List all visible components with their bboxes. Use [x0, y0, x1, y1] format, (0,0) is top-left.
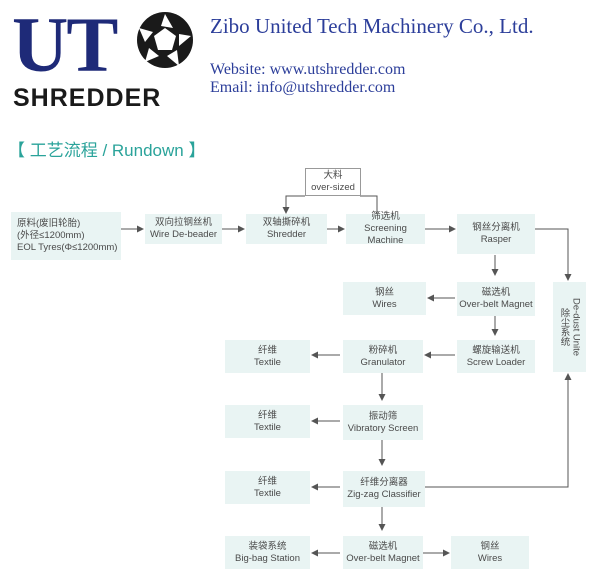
- node-wires-2: 钢丝 Wires: [451, 536, 529, 569]
- node-wires-1-zh: 钢丝: [374, 286, 394, 298]
- node-screw-loader-en: Screw Loader: [466, 356, 526, 368]
- node-textile-3-zh: 纤维: [257, 475, 277, 487]
- node-oversized-en: over-sized: [311, 182, 355, 193]
- node-wires-1-en: Wires: [372, 298, 397, 310]
- node-textile-3: 纤维 Textile: [225, 471, 310, 504]
- node-screening-machine-en: Screening Machine: [364, 223, 407, 246]
- company-name: Zibo United Tech Machinery Co., Ltd.: [210, 14, 534, 38]
- node-granulator-en: Granulator: [360, 356, 406, 368]
- node-oversized-zh: 大料: [323, 170, 343, 181]
- node-de-dust-unite-zh: 除尘系统: [558, 308, 570, 346]
- node-vibratory-screen: 振动筛 Vibratory Screen: [343, 405, 423, 440]
- node-wire-de-beader-en: Wire De-beader: [149, 229, 218, 240]
- node-wires-2-zh: 钢丝: [480, 540, 500, 552]
- node-over-belt-magnet-2-zh: 磁选机: [368, 540, 398, 552]
- logo-ut-text: UT: [12, 1, 118, 88]
- node-de-dust-unite-en: De-dust Unite: [570, 297, 582, 357]
- email-link[interactable]: Email: info@utshredder.com: [210, 79, 396, 96]
- node-textile-1-zh: 纤维: [257, 344, 277, 356]
- node-big-bag-station: 装袋系统 Big-bag Station: [225, 536, 310, 569]
- node-rasper-zh: 钢丝分离机: [472, 222, 520, 233]
- node-rasper-en: Rasper: [480, 234, 512, 245]
- shredder-blade-logo-icon: [137, 12, 193, 68]
- node-screening-machine-zh: 筛选机: [371, 211, 400, 222]
- node-eol-tyres-zh: 原料(废旧轮胎): [17, 218, 81, 229]
- node-de-dust-unite: 除尘系统 De-dust Unite: [553, 282, 586, 372]
- node-eol-tyres-en: EOL Tyres(Φ≤1200mm): [17, 242, 118, 253]
- node-vibratory-screen-zh: 振动筛: [368, 410, 398, 422]
- node-screw-loader-zh: 螺旋输送机: [472, 344, 520, 356]
- logo-shredder-text: SHREDDER: [13, 84, 162, 112]
- node-wires-1: 钢丝 Wires: [343, 282, 426, 315]
- node-wire-de-beader: 双向拉钢丝机 Wire De-beader: [145, 214, 222, 244]
- node-oversized: 大料 over-sized: [305, 168, 361, 196]
- node-textile-2-zh: 纤维: [257, 409, 277, 421]
- node-zig-zag-classifier: 纤维分离器 Zig-zag Classifier: [343, 471, 425, 507]
- node-over-belt-magnet-2-en: Over-belt Magnet: [346, 552, 420, 564]
- node-over-belt-magnet-1-zh: 磁选机: [481, 287, 511, 298]
- node-eol-tyres-zh-size: (外径≤1200mm): [17, 230, 85, 241]
- node-wires-2-en: Wires: [477, 552, 503, 564]
- node-granulator-zh: 粉碎机: [368, 344, 398, 356]
- node-shredder-en: Shredder: [266, 229, 307, 240]
- node-over-belt-magnet-1: 磁选机 Over-belt Magnet: [457, 282, 535, 316]
- node-textile-1: 纤维 Textile: [225, 340, 310, 373]
- node-over-belt-magnet-2: 磁选机 Over-belt Magnet: [343, 536, 423, 569]
- node-textile-2-en: Textile: [254, 421, 281, 433]
- website-link[interactable]: Website: www.utshredder.com: [210, 61, 406, 78]
- node-textile-3-en: Textile: [254, 487, 281, 499]
- node-zig-zag-classifier-zh: 纤维分离器: [360, 477, 408, 488]
- node-granulator: 粉碎机 Granulator: [343, 340, 423, 373]
- node-over-belt-magnet-1-en: Over-belt Magnet: [459, 299, 533, 310]
- node-wire-de-beader-zh: 双向拉钢丝机: [154, 217, 212, 228]
- node-eol-tyres: 原料(废旧轮胎) (外径≤1200mm) EOL Tyres(Φ≤1200mm): [11, 212, 121, 260]
- node-textile-2: 纤维 Textile: [225, 405, 310, 438]
- node-shredder: 双轴撕碎机 Shredder: [246, 214, 327, 244]
- node-screw-loader: 螺旋输送机 Screw Loader: [457, 340, 535, 373]
- section-title: 【 工艺流程 / Rundown 】: [8, 141, 206, 160]
- node-big-bag-station-zh: 装袋系统: [248, 540, 287, 552]
- node-shredder-zh: 双轴撕碎机: [262, 217, 311, 228]
- node-big-bag-station-en: Big-bag Station: [235, 552, 300, 564]
- node-vibratory-screen-en: Vibratory Screen: [347, 422, 419, 434]
- node-textile-1-en: Textile: [254, 356, 281, 368]
- node-screening-machine: 筛选机 Screening Machine: [346, 211, 425, 246]
- node-zig-zag-classifier-en: Zig-zag Classifier: [347, 489, 421, 500]
- node-rasper: 钢丝分离机 Rasper: [457, 214, 535, 254]
